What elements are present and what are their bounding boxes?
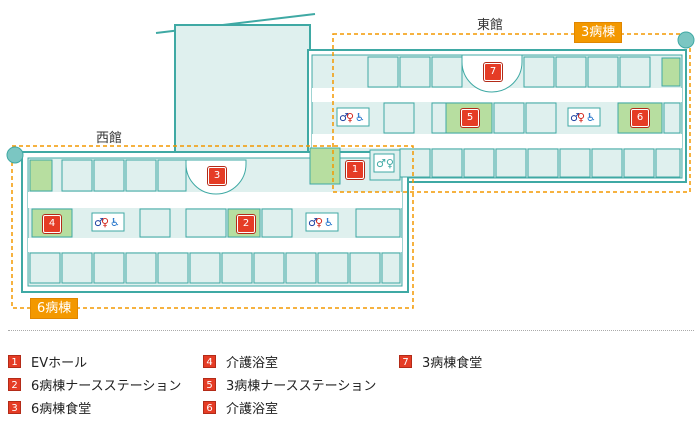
legend-item-6: 6 介護浴室 <box>203 398 278 417</box>
floor-plan-svg: ♂♀♿ ♂♀♿ ♂♀♿ ♂♀♿ ♂♀ <box>6 13 695 309</box>
legend-label: 3病棟ナースステーション <box>226 379 377 394</box>
compass-west-icon <box>6 146 24 164</box>
legend-number-badge: 2 <box>8 378 21 391</box>
west-stairs <box>29 159 53 192</box>
legend-item-4: 4 介護浴室 <box>203 352 278 371</box>
elevator-block <box>309 147 341 185</box>
map-pin-3[interactable]: 3 <box>208 167 226 185</box>
east-rooms-top <box>367 56 651 88</box>
west-rooms-mid <box>139 208 401 238</box>
map-pin-2[interactable]: 2 <box>237 215 255 233</box>
legend-number-badge: 3 <box>8 401 21 414</box>
west-ward-outline <box>11 145 414 309</box>
west-rooms-top <box>61 159 187 192</box>
east-corridor-bottom <box>312 134 682 148</box>
legend-label: 6病棟食堂 <box>31 402 92 417</box>
west-corridor-top <box>28 192 402 208</box>
svg-text:♀: ♀ <box>346 111 354 124</box>
legend-item-3: 3 6病棟食堂 <box>8 398 91 417</box>
legend-label: EVホール <box>31 356 88 371</box>
restroom-icon: ♂♀♿ ♂♀♿ ♂♀♿ ♂♀♿ ♂♀ <box>91 107 601 232</box>
central-block <box>174 24 311 166</box>
svg-text:♂: ♂ <box>308 216 318 229</box>
map-pin-6[interactable]: 6 <box>631 109 649 127</box>
west-corridor-bottom <box>28 238 402 252</box>
legend-item-7: 7 3病棟食堂 <box>399 352 482 371</box>
svg-text:♀: ♀ <box>315 216 323 229</box>
legend-label: 介護浴室 <box>226 356 279 371</box>
svg-text:♀: ♀ <box>577 111 585 124</box>
legend-number-badge: 4 <box>203 355 216 368</box>
svg-text:♿: ♿ <box>110 216 120 229</box>
svg-text:♀: ♀ <box>101 216 109 229</box>
svg-text:♿: ♿ <box>324 216 334 229</box>
east-stairs <box>661 57 681 87</box>
map-pin-4[interactable]: 4 <box>43 215 61 233</box>
svg-text:♿: ♿ <box>355 111 365 124</box>
svg-text:♂♀: ♂♀ <box>376 157 394 170</box>
legend-label: 6病棟ナースステーション <box>31 379 182 394</box>
legend-number-badge: 7 <box>399 355 412 368</box>
legend-label: 3病棟食堂 <box>422 356 483 371</box>
legend-divider <box>8 330 694 331</box>
legend: 1 EVホール 2 6病棟ナースステーション 3 6病棟食堂 4 介護浴室 5 … <box>8 350 698 425</box>
floor-map: ♂♀♿ ♂♀♿ ♂♀♿ ♂♀♿ ♂♀ 東館 西館 3病棟 6病棟 1 2 3 4… <box>6 13 695 319</box>
legend-item-2: 2 6病棟ナースステーション <box>8 375 181 394</box>
legend-number-badge: 1 <box>8 355 21 368</box>
west-wing-label: 西館 <box>96 131 123 146</box>
east-ward-tag: 3病棟 <box>574 22 623 43</box>
east-rooms-mid <box>383 102 681 134</box>
legend-number-badge: 5 <box>203 378 216 391</box>
svg-text:♿: ♿ <box>586 111 596 124</box>
west-rooms-bottom <box>29 252 401 284</box>
legend-item-1: 1 EVホール <box>8 352 87 371</box>
legend-number-badge: 6 <box>203 401 216 414</box>
east-ward-outline <box>332 33 691 193</box>
svg-text:♂: ♂ <box>570 111 580 124</box>
svg-text:♂: ♂ <box>94 216 104 229</box>
map-pin-5[interactable]: 5 <box>461 109 479 127</box>
east-corridor-top <box>312 88 682 102</box>
map-pin-7[interactable]: 7 <box>484 63 502 81</box>
svg-text:♂: ♂ <box>339 111 349 124</box>
legend-label: 介護浴室 <box>226 402 279 417</box>
east-rooms-bottom <box>399 148 681 178</box>
map-pin-1[interactable]: 1 <box>346 161 364 179</box>
compass-east-icon <box>677 31 695 49</box>
east-wing-label: 東館 <box>477 18 504 33</box>
legend-item-5: 5 3病棟ナースステーション <box>203 375 376 394</box>
west-ward-tag: 6病棟 <box>30 298 79 319</box>
